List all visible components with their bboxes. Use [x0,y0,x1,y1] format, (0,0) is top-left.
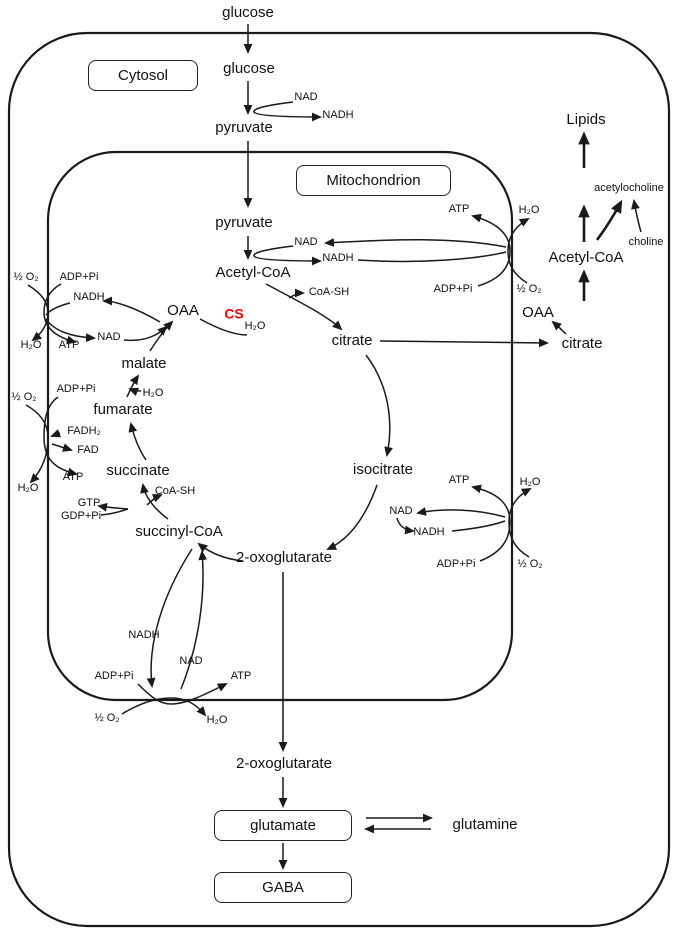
oxoglutarate-cytosol-label: 2-oxoglutarate [236,755,332,773]
cell-membrane [7,31,671,928]
adp-pi-left1-label: ADP+Pi [59,271,99,284]
atp-left1-label: ATP [58,339,80,352]
acetyl-coa-mito-label: Acetyl-CoA [215,264,291,282]
biosynthesis-arrows [578,131,623,301]
nad-left1-label: NAD [97,331,121,344]
mitochondrion-membrane [46,150,514,702]
atp-right1-label: ATP [448,203,470,216]
glucose-extracellular-label: glucose [222,4,274,22]
pyruvate-mito-label: pyruvate [215,214,273,232]
half-o2-left1-label: ½ O₂ [13,271,39,284]
pyruvate-cytosol-label: pyruvate [215,119,273,137]
citrate-cytosol-label: citrate [561,335,603,353]
atp-left2-label: ATP [62,471,84,484]
oxoglutarate-mito-label: 2-oxoglutarate [236,549,332,567]
coa-sh-scs-label: CoA-SH [154,485,196,498]
nad-idh-label: NAD [389,505,413,518]
h2o-left1-label: H₂O [20,339,42,352]
h2o-cs-label: H₂O [244,320,266,333]
gaba-box: GABA [214,872,352,903]
h2o-right2-label: H₂O [519,476,541,489]
gdp-pi-label: GDP+Pi [60,510,102,523]
oaa-cytosol-label: OAA [522,304,554,322]
oaa-mito-label: OAA [167,302,199,320]
h2o-bottom-label: H₂O [206,714,228,727]
adp-pi-left2-label: ADP+Pi [56,383,96,396]
nadh-pdh-label: NADH [322,252,354,265]
nadh-idh-label: NADH [413,526,445,539]
half-o2-right1-label: ½ O₂ [516,283,542,296]
cytosol-box: Cytosol [88,60,198,91]
reaction-arrows [25,24,642,870]
citrate-synthase-label: CS [224,305,244,322]
nadh-ogdh-label: NADH [128,629,160,642]
h2o-fumarase-label: H₂O [142,387,164,400]
choline-label: choline [628,236,664,249]
acetyl-coa-cytosol-label: Acetyl-CoA [548,249,624,267]
acetylocholine-label: acetylocholine [594,182,664,195]
adp-pi-right1-label: ADP+Pi [433,283,473,296]
lipids-label: Lipids [566,111,606,129]
coa-sh-cs-label: CoA-SH [308,286,350,299]
adp-pi-right2-label: ADP+Pi [436,558,476,571]
membranes [7,31,671,928]
gtp-label: GTP [77,497,101,510]
isocitrate-label: isocitrate [352,461,414,479]
succinate-label: succinate [106,462,170,480]
fumarate-label: fumarate [93,401,153,419]
mitochondrion-box: Mitochondrion [296,165,451,196]
half-o2-right2-label: ½ O₂ [517,558,543,571]
half-o2-bottom-label: ½ O₂ [94,712,120,725]
atp-bottom-label: ATP [230,670,252,683]
malate-label: malate [121,355,167,373]
h2o-right1-label: H₂O [518,204,540,217]
glutamine-label: glutamine [452,816,518,834]
h2o-left2-label: H₂O [17,482,39,495]
citrate-mito-label: citrate [331,332,373,350]
nadh-glycolysis-label: NADH [322,109,354,122]
half-o2-left2-label: ½ O₂ [11,391,37,404]
nad-pdh-label: NAD [294,236,318,249]
fad-label: FAD [77,444,99,457]
atp-right2-label: ATP [448,474,470,487]
nad-ogdh-label: NAD [179,655,203,668]
glucose-cytosol-label: glucose [223,60,275,78]
nad-glycolysis-label: NAD [294,91,318,104]
nadh-left1-label: NADH [73,291,105,304]
succinyl-coa-label: succinyl-CoA [135,523,223,541]
fadh2-label: FADH₂ [67,425,101,438]
adp-pi-bottom-label: ADP+Pi [94,670,134,683]
glutamate-box: glutamate [214,810,352,841]
